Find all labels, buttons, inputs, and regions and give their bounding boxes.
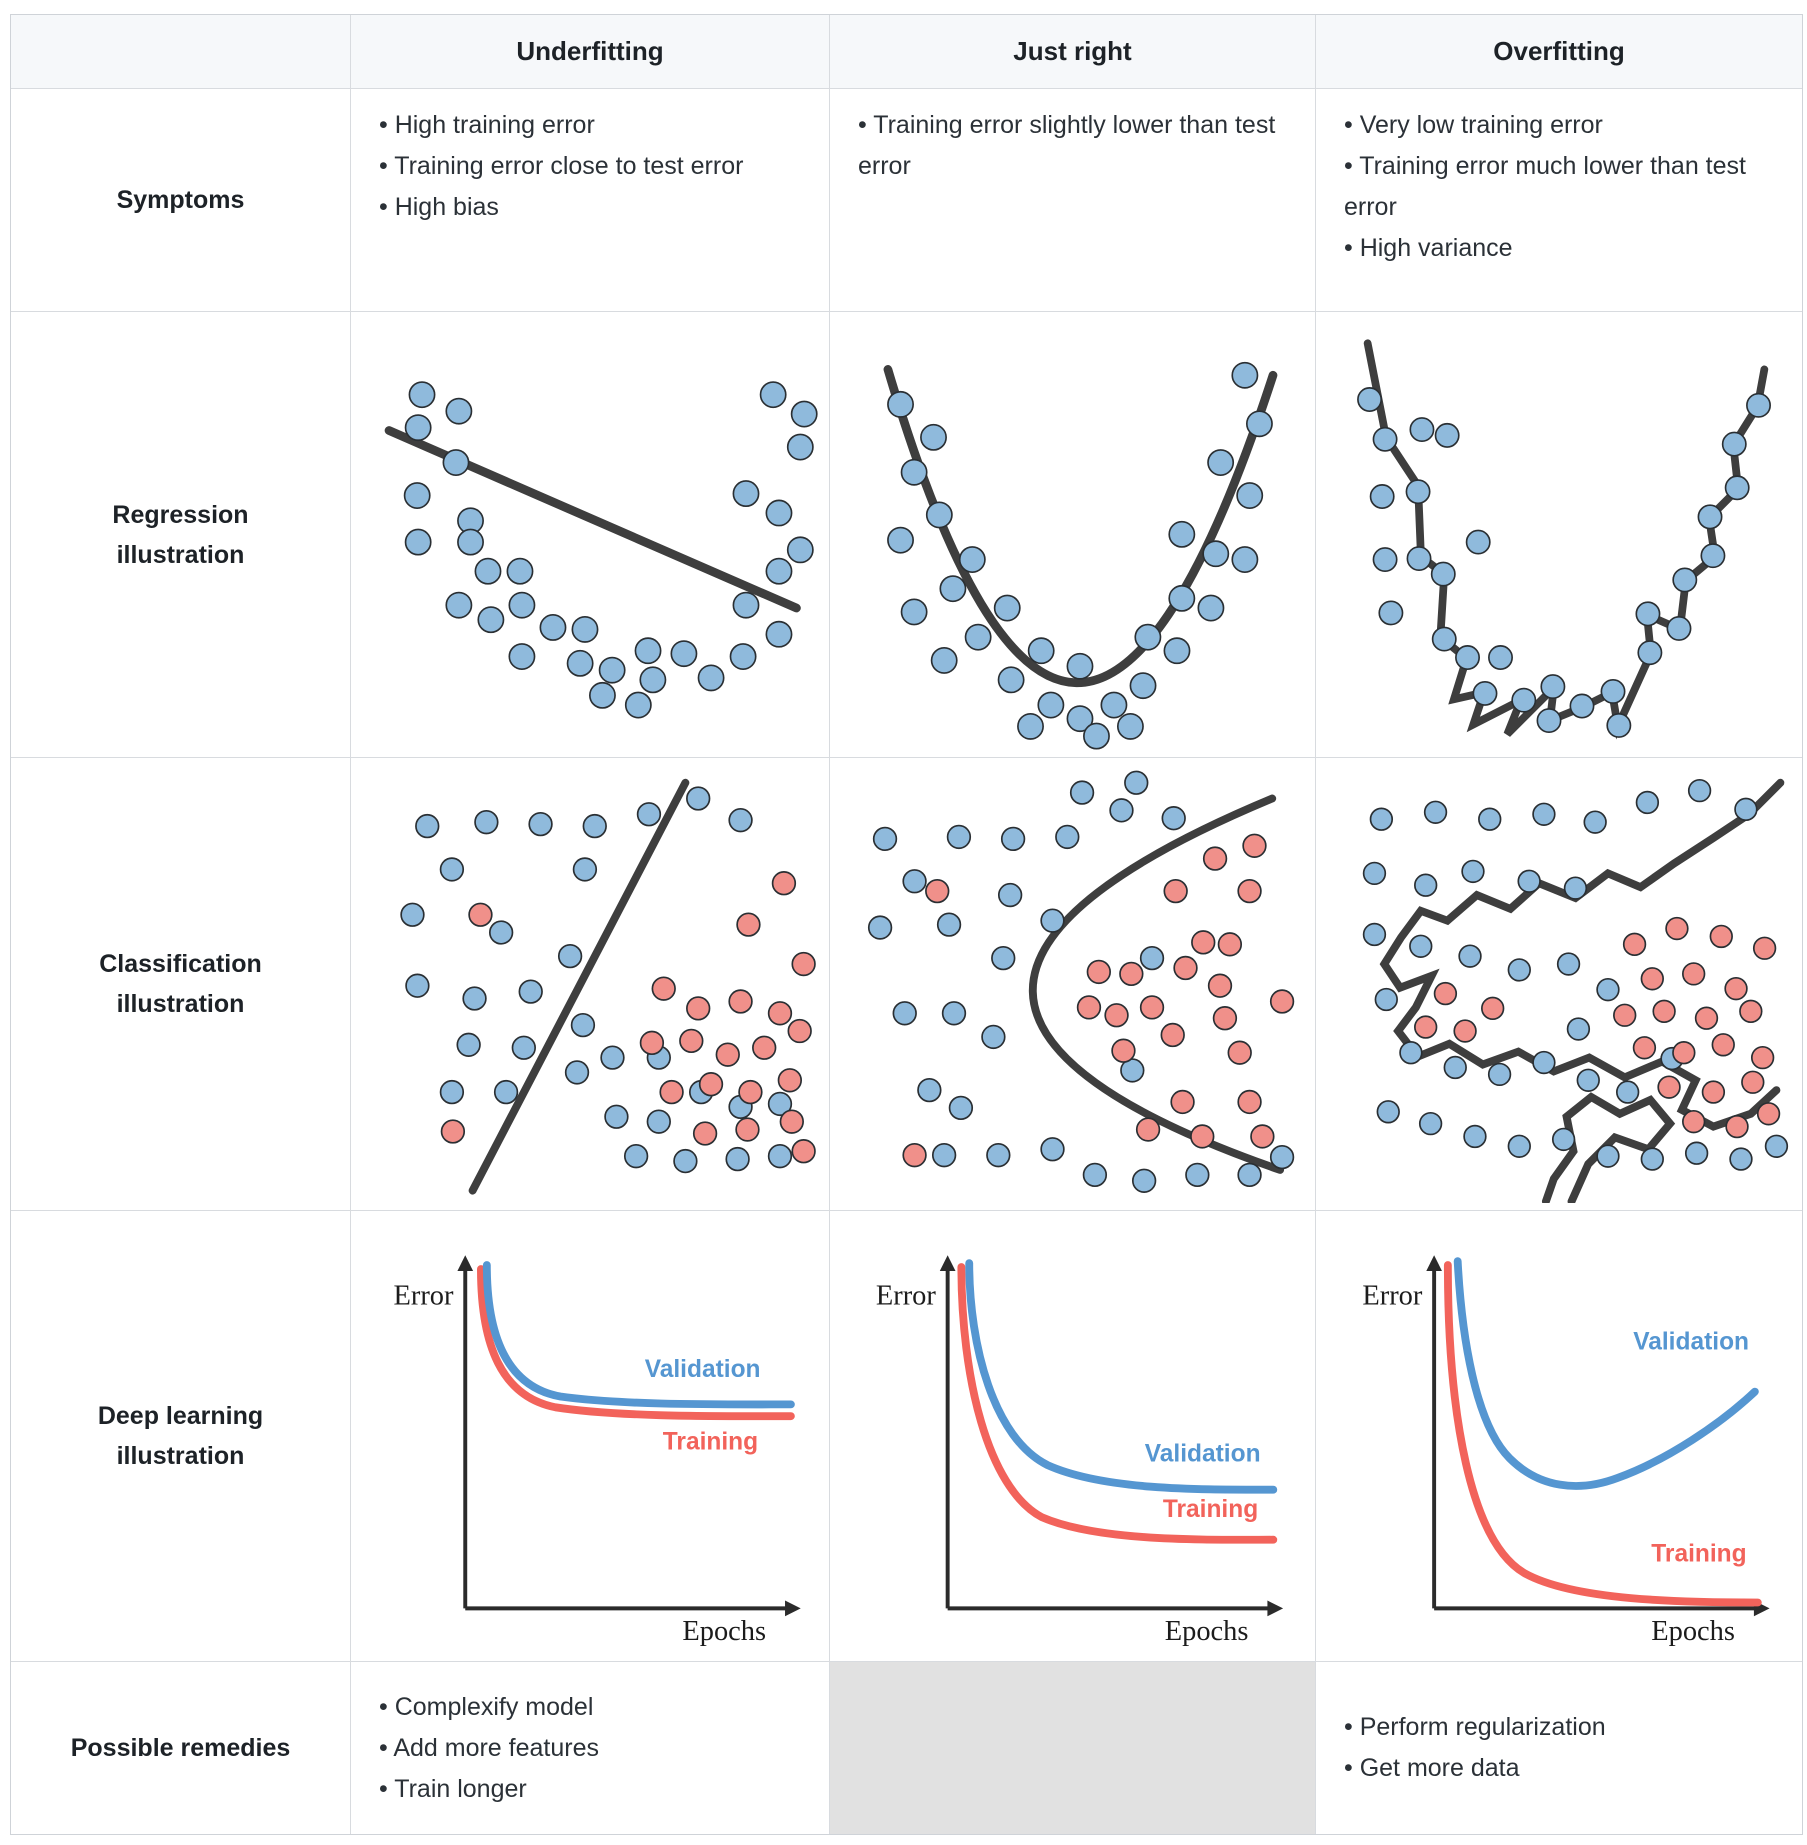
remedies-underfitting-cell: • Complexify model • Add more features • T… — [351, 1662, 829, 1834]
svg-text:Validation: Validation — [1145, 1440, 1261, 1467]
svg-text:Error: Error — [876, 1280, 937, 1311]
bullet-item: • Get more data — [1344, 1754, 1520, 1782]
header-underfitting: Underfitting — [351, 15, 829, 88]
svg-text:Error: Error — [1363, 1280, 1424, 1311]
svg-text:Epochs: Epochs — [1652, 1616, 1736, 1647]
bullet-item: • Training error slightly lower than tes… — [858, 111, 1276, 180]
symptoms-underfitting-cell: • High training error • Training error cl… — [351, 89, 829, 311]
regression-overfitting-figure — [1316, 312, 1802, 757]
bullet-item: • Complexify model — [379, 1692, 594, 1721]
bullet-item: • Train longer — [379, 1774, 527, 1803]
svg-text:Training: Training — [1163, 1496, 1258, 1523]
row-label-symptoms: Symptoms — [11, 89, 350, 311]
classification-underfitting-figure — [351, 758, 829, 1210]
header-overfitting: Overfitting — [1316, 15, 1802, 88]
svg-text:Epochs: Epochs — [1165, 1616, 1249, 1647]
remedies-just-right-cell-empty — [830, 1662, 1315, 1834]
row-label-deep-learning: Deep learning illustration — [11, 1211, 350, 1661]
svg-text:Validation: Validation — [1634, 1328, 1750, 1355]
header-corner-empty — [11, 15, 350, 88]
bullet-item: • High training error — [379, 111, 595, 139]
bullet-item: • Perform regularization — [1344, 1713, 1606, 1741]
svg-text:Error: Error — [394, 1280, 455, 1311]
symptoms-overfitting-cell: • Very low training error • Training erro… — [1316, 89, 1802, 311]
remedies-overfitting-cell: • Perform regularization • Get more data — [1316, 1662, 1802, 1834]
comparison-table: Underfitting Just right Overfitting Symp… — [10, 14, 1803, 1835]
bullet-item: • Training error close to test error — [379, 152, 744, 180]
regression-underfitting-figure — [351, 312, 829, 757]
bullet-item: • Training error much lower than test er… — [1344, 152, 1746, 221]
row-label-regression: Regression illustration — [11, 312, 350, 757]
svg-text:Validation: Validation — [645, 1356, 761, 1383]
header-just-right: Just right — [830, 15, 1315, 88]
regression-just-right-figure — [830, 312, 1315, 757]
svg-text:Training: Training — [1652, 1540, 1747, 1567]
symptoms-just-right-cell: • Training error slightly lower than tes… — [830, 89, 1315, 311]
bullet-item: • High bias — [379, 193, 499, 221]
svg-text:Epochs: Epochs — [683, 1616, 767, 1647]
classification-overfitting-figure — [1316, 758, 1802, 1210]
bullet-item: • Very low training error — [1344, 111, 1603, 139]
row-label-classification: Classification illustration — [11, 758, 350, 1210]
bullet-item: • High variance — [1344, 234, 1513, 262]
row-label-possible-remedies: Possible remedies — [11, 1662, 350, 1834]
classification-just-right-figure — [830, 758, 1315, 1210]
svg-text:Training: Training — [663, 1428, 758, 1455]
bullet-item: • Add more features — [379, 1733, 599, 1762]
